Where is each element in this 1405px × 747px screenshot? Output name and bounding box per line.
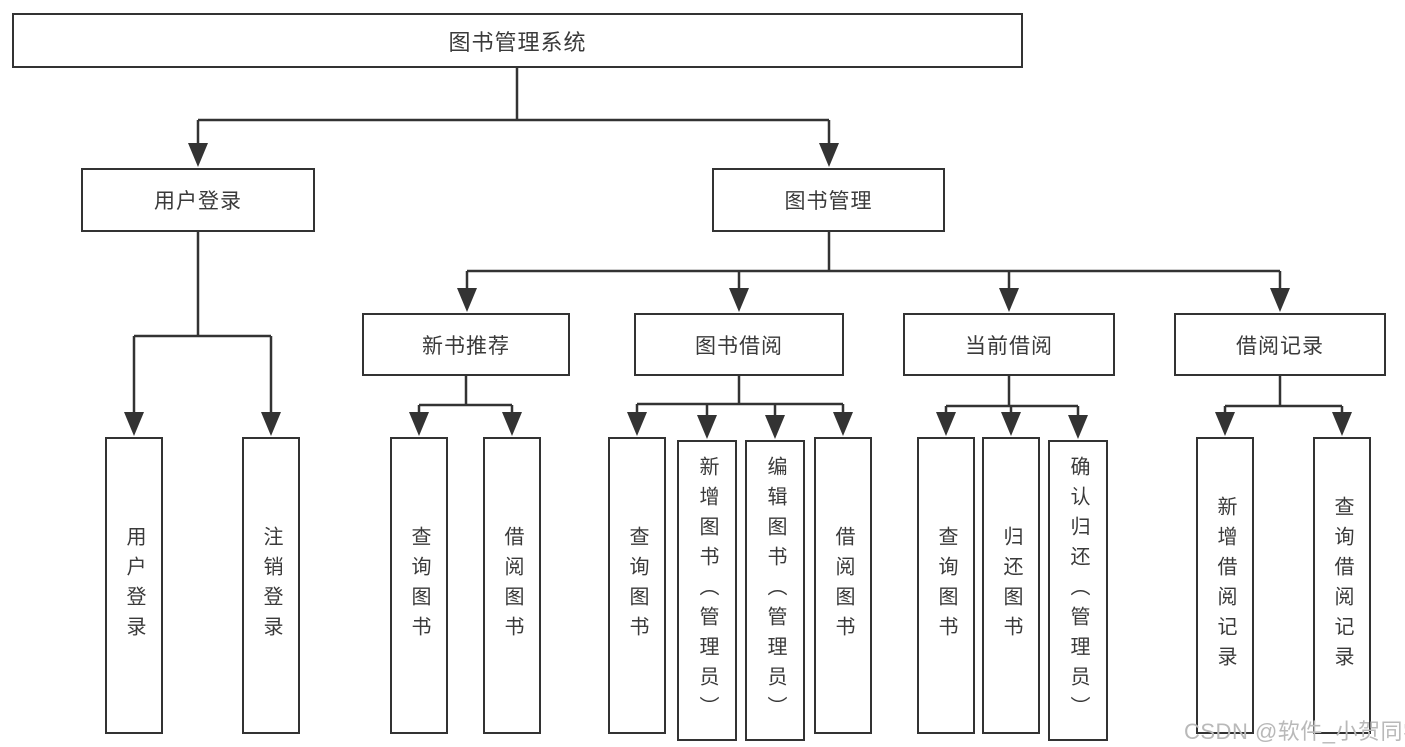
- leaf-query-borrow-record: 查询借阅记录: [1313, 437, 1371, 734]
- leaf-logout-label: 注销登录: [260, 525, 282, 646]
- leaf-add-books-admin: 新增图书（管理员）: [677, 440, 737, 741]
- node-borrowing-records: 借阅记录: [1174, 313, 1386, 376]
- leaf-return-books: 归还图书: [982, 437, 1040, 734]
- leaf-user-login: 用户登录: [105, 437, 163, 734]
- node-borrowing-records-label: 借阅记录: [1236, 334, 1324, 358]
- leaf-recommend-query-books: 查询图书: [390, 437, 448, 734]
- leaf-logout: 注销登录: [242, 437, 300, 734]
- csdn-watermark: CSDN @软件_小贺同学: [1184, 719, 1405, 744]
- node-current-borrowing-label: 当前借阅: [965, 334, 1053, 358]
- node-book-management-label: 图书管理: [784, 190, 873, 213]
- leaf-add-books-admin-label: 新增图书（管理员）: [696, 455, 718, 726]
- leaf-recommend-borrow-books: 借阅图书: [483, 437, 541, 734]
- node-root-label: 图书管理系统: [448, 29, 587, 55]
- leaf-query-borrow-record-label: 查询借阅记录: [1331, 495, 1353, 676]
- leaf-borrowing-borrow-books-label: 借阅图书: [832, 525, 854, 646]
- node-book-borrowing-label: 图书借阅: [695, 334, 783, 358]
- leaf-recommend-query-books-label: 查询图书: [408, 525, 430, 646]
- node-user-login-label: 用户登录: [154, 190, 242, 213]
- leaf-borrowing-borrow-books: 借阅图书: [814, 437, 872, 734]
- leaf-current-query-books-label: 查询图书: [935, 525, 957, 646]
- leaf-confirm-return-admin-label: 确认归还（管理员）: [1067, 455, 1089, 726]
- connector-strokes: [132, 68, 1344, 417]
- leaf-confirm-return-admin: 确认归还（管理员）: [1048, 440, 1108, 741]
- arrowheads: [124, 143, 1352, 439]
- leaf-current-query-books: 查询图书: [917, 437, 975, 734]
- leaf-edit-books-admin-label: 编辑图书（管理员）: [764, 455, 786, 726]
- node-current-borrowing: 当前借阅: [903, 313, 1115, 376]
- leaf-borrowing-query-books-label: 查询图书: [626, 525, 648, 646]
- node-book-management: 图书管理: [712, 168, 945, 232]
- leaf-edit-books-admin: 编辑图书（管理员）: [745, 440, 805, 741]
- leaf-recommend-borrow-books-label: 借阅图书: [501, 525, 523, 646]
- node-new-book-recommend-label: 新书推荐: [422, 334, 510, 358]
- leaf-return-books-label: 归还图书: [1000, 525, 1022, 646]
- leaf-add-borrow-record-label: 新增借阅记录: [1214, 495, 1236, 676]
- leaf-borrowing-query-books: 查询图书: [608, 437, 666, 734]
- node-book-borrowing: 图书借阅: [634, 313, 844, 376]
- node-new-book-recommend: 新书推荐: [362, 313, 570, 376]
- node-root: 图书管理系统: [12, 13, 1023, 68]
- node-user-login: 用户登录: [81, 168, 315, 232]
- leaf-user-login-label: 用户登录: [123, 525, 145, 646]
- leaf-add-borrow-record: 新增借阅记录: [1196, 437, 1254, 734]
